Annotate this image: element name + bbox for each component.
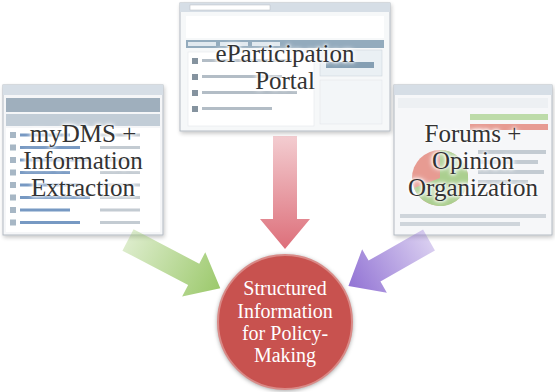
portal-screenshot (180, 3, 390, 131)
block-arrow (122, 229, 220, 296)
circle-label: Structured Information for Policy-Making (219, 277, 351, 367)
box-label: Forums + Opinion Organization (400, 120, 546, 201)
result-circle: Structured Information for Policy-Making (217, 254, 353, 390)
forum-box: Forums + Opinion Organization (394, 85, 552, 235)
block-arrow (260, 136, 310, 249)
dms-screenshot (3, 85, 163, 235)
box-label: myDMS + Information Extraction (9, 120, 157, 201)
portal-box: eParticipation Portal (180, 3, 390, 131)
box-label: eParticipation Portal (186, 40, 384, 94)
dms-box: myDMS + Information Extraction (3, 85, 163, 235)
forum-screenshot (394, 85, 552, 235)
block-arrow (348, 230, 435, 293)
